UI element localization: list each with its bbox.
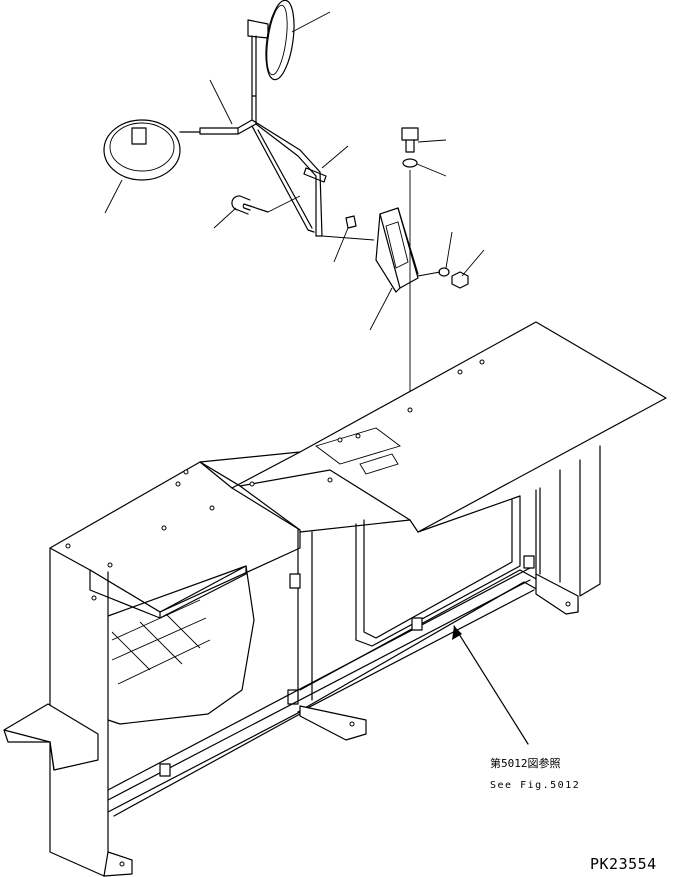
- mirror-bracket: [375, 207, 419, 293]
- reference-arrow: [452, 625, 529, 745]
- nut: [451, 271, 469, 289]
- drawing-number: PK23554: [590, 855, 657, 873]
- washer: [402, 158, 418, 168]
- leader-line: [445, 231, 453, 269]
- left-mirror: [103, 119, 201, 181]
- leader-line: [417, 139, 447, 143]
- lock-washer: [438, 267, 450, 277]
- center-line: [417, 271, 441, 277]
- leader-line: [333, 227, 349, 263]
- leader-line: [213, 207, 237, 229]
- leader-line: [267, 195, 301, 213]
- reference-note-jp: 第5012図参照: [490, 756, 561, 770]
- reference-note-en: See Fig.5012: [490, 780, 580, 791]
- leader-line: [461, 249, 485, 277]
- leader-line: [104, 179, 123, 214]
- mirror-stay: [199, 95, 327, 237]
- bolt: [401, 127, 419, 153]
- leader-line: [321, 145, 349, 169]
- leader-line: [321, 235, 375, 241]
- leader-line: [416, 163, 447, 177]
- leader-line: [369, 287, 393, 331]
- frame-assembly: [3, 321, 667, 877]
- u-bolt: [231, 195, 269, 215]
- spacer: [345, 215, 357, 229]
- leader-line: [291, 11, 331, 33]
- right-mirror: [247, 0, 295, 97]
- leader-line: [209, 79, 233, 125]
